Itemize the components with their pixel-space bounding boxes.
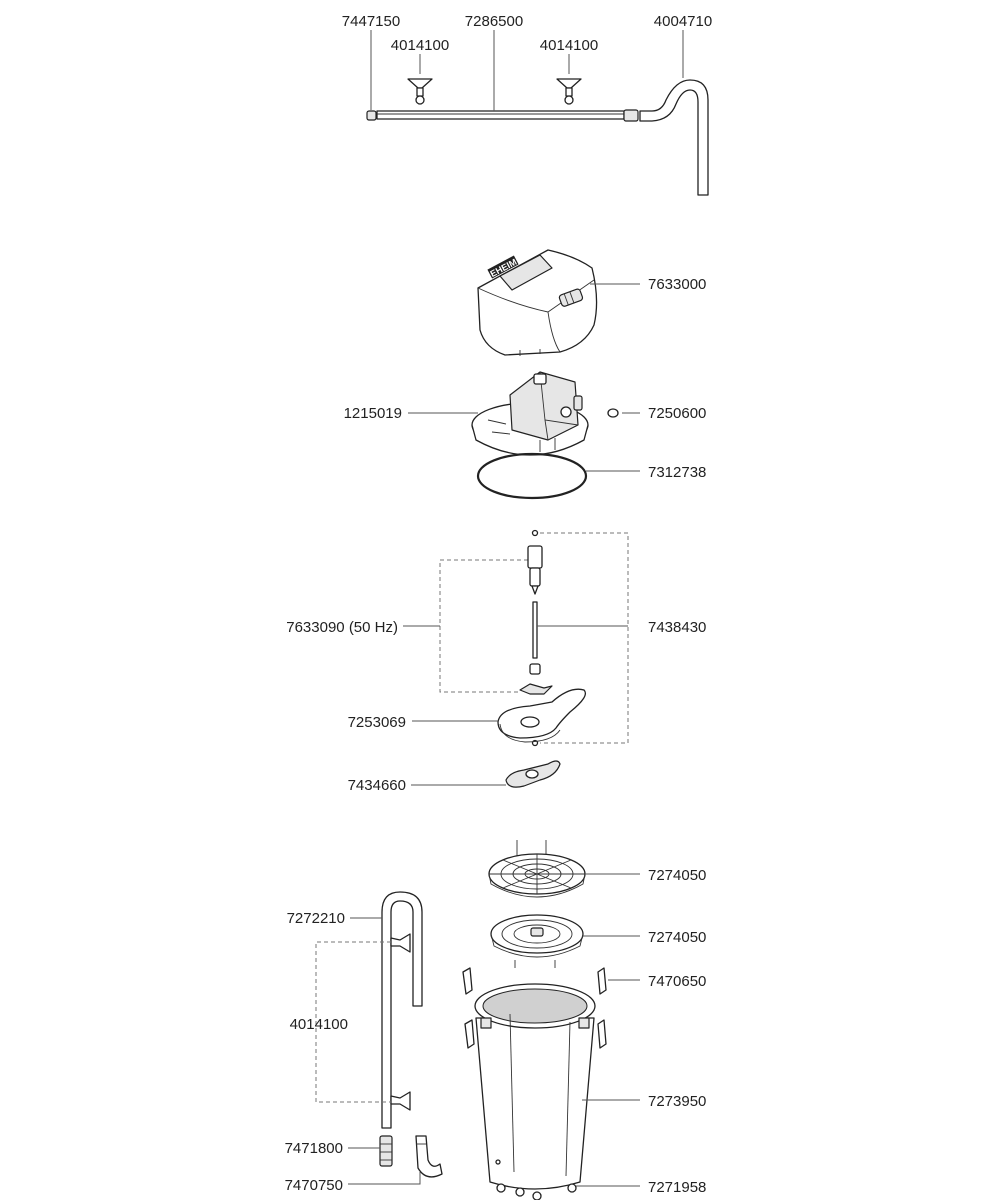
outlet-bend-pipe-part bbox=[639, 79, 709, 196]
part-number-7312738: 7312738 bbox=[648, 464, 706, 481]
pump-housing-part bbox=[408, 371, 589, 456]
canister-foot-part bbox=[496, 1183, 640, 1200]
o-ring-part bbox=[607, 408, 640, 418]
sealing-ring-part bbox=[476, 452, 640, 500]
part-number-4014100: 4014100 bbox=[540, 37, 598, 54]
part-number-4014100: 4014100 bbox=[391, 37, 449, 54]
suction-cup-part bbox=[556, 78, 582, 105]
part-number-1215019: 1215019 bbox=[344, 405, 402, 422]
part-number-7271958: 7271958 bbox=[648, 1179, 706, 1196]
suction-cup-part bbox=[407, 78, 433, 105]
part-number-7633000: 7633000 bbox=[648, 276, 706, 293]
wing-nut-part bbox=[411, 760, 561, 788]
spray-bar-pipe-part bbox=[376, 110, 625, 120]
ceramic-shaft-part bbox=[532, 601, 538, 659]
clip-part bbox=[462, 967, 640, 995]
impeller-cover-part bbox=[412, 688, 587, 743]
part-number-7274050: 7274050 bbox=[648, 929, 706, 946]
part-number-7286500: 7286500 bbox=[465, 13, 523, 30]
elbow-connector-part bbox=[348, 1135, 443, 1185]
pipe-connector-part bbox=[623, 109, 639, 122]
shaft-bushing-part bbox=[529, 663, 541, 675]
impeller-part bbox=[527, 545, 543, 595]
part-number-4014100: 4014100 bbox=[290, 1016, 348, 1033]
filter-plate-part bbox=[488, 840, 640, 898]
part-number-7434660: 7434660 bbox=[348, 777, 406, 794]
intake-strainer-part bbox=[348, 1135, 393, 1167]
part-number-7274050: 7274050 bbox=[648, 867, 706, 884]
filter-canister-part bbox=[464, 983, 640, 1190]
part-number-7471800: 7471800 bbox=[285, 1140, 343, 1157]
part-number-7447150: 7447150 bbox=[342, 13, 400, 30]
intake-pipe-part bbox=[315, 891, 423, 1129]
part-number-7273950: 7273950 bbox=[648, 1093, 706, 1110]
part-number-7438430: 7438430 bbox=[648, 619, 706, 636]
impeller-group bbox=[403, 529, 629, 747]
part-number-4004710: 4004710 bbox=[654, 13, 712, 30]
part-number-7470650: 7470650 bbox=[648, 973, 706, 990]
part-number-7272210: 7272210 bbox=[287, 910, 345, 927]
outlet-pipe-assembly bbox=[366, 30, 709, 196]
impeller-blade-part bbox=[519, 683, 553, 695]
part-number-7250600: 7250600 bbox=[648, 405, 706, 422]
filter-plate-part bbox=[490, 914, 640, 968]
end-cap-part bbox=[366, 110, 377, 121]
part-number-7633090: 7633090 (50 Hz) bbox=[286, 619, 398, 636]
part-number-7470750: 7470750 bbox=[285, 1177, 343, 1194]
part-number-7253069: 7253069 bbox=[348, 714, 406, 731]
pump-head-cover-part: EHEIM bbox=[477, 249, 640, 356]
